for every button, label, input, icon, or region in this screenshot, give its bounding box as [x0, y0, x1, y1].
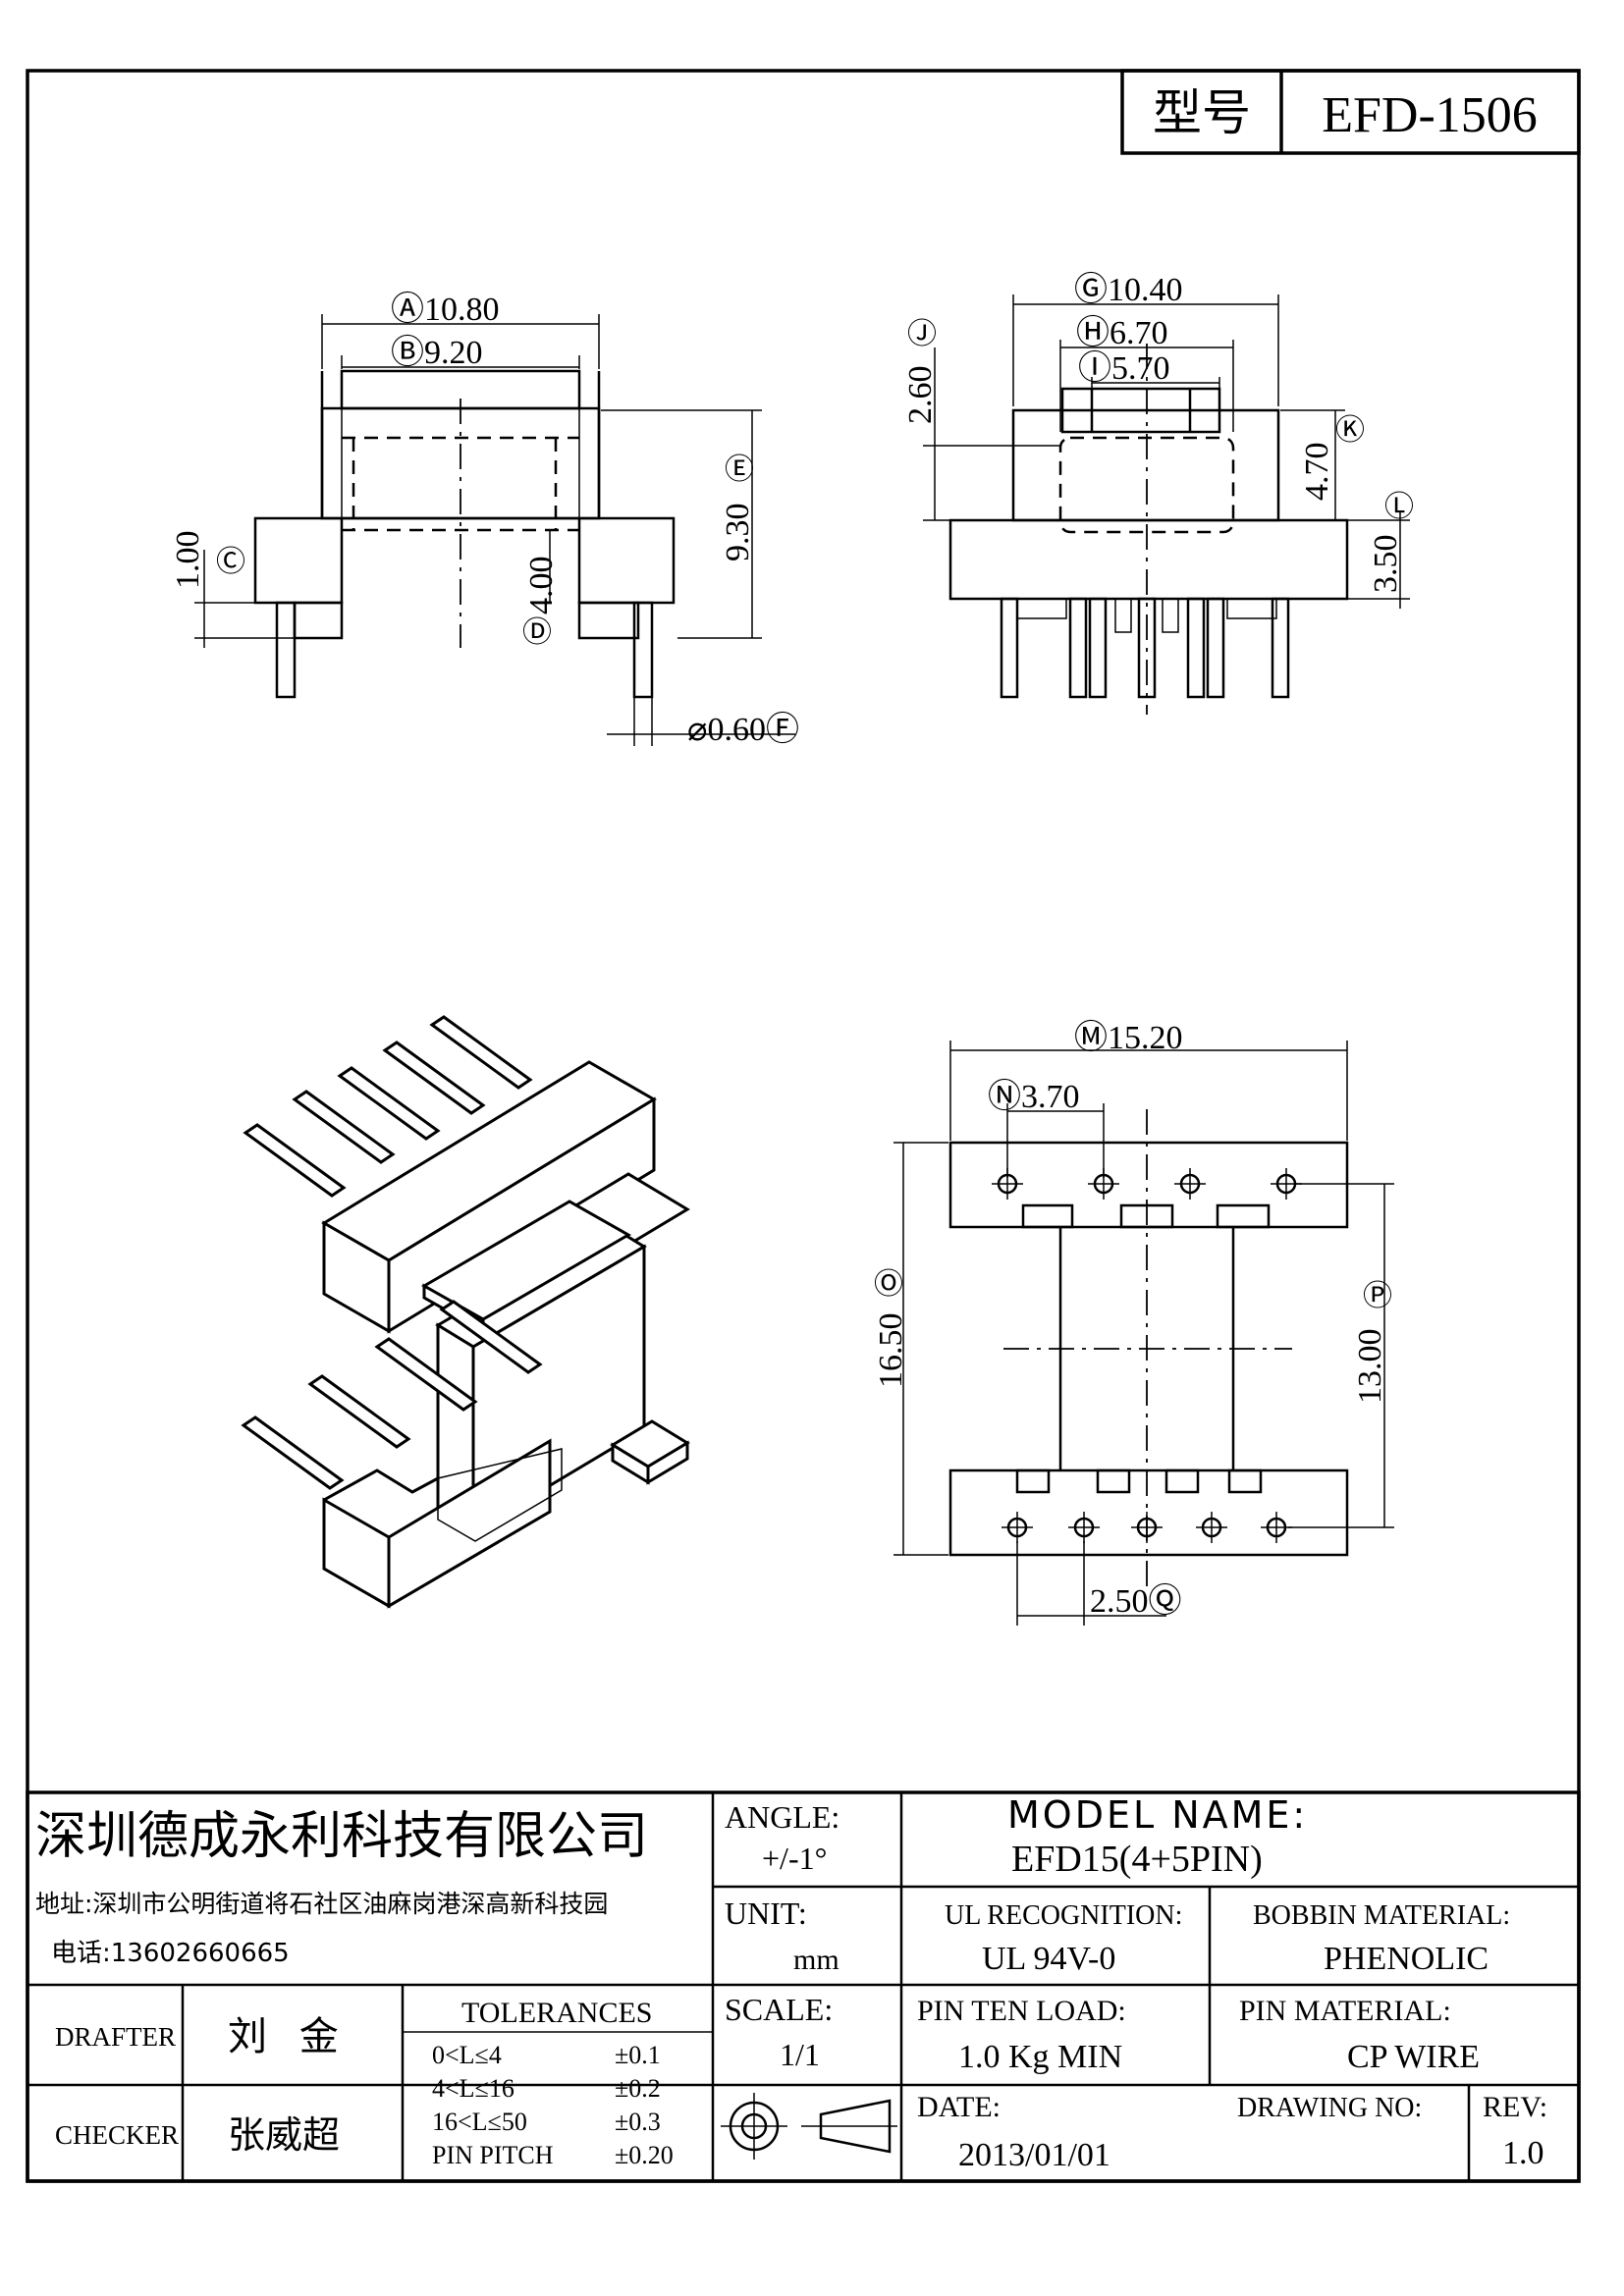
- date-label: DATE:: [917, 2091, 1001, 2123]
- model-name-label: MODEL NAME:: [1007, 1793, 1308, 1837]
- rev-label: REV:: [1483, 2091, 1547, 2123]
- model-value: EFD-1506: [1322, 87, 1538, 143]
- dim-D-value: 4.00: [523, 557, 560, 615]
- company-address: 地址:深圳市公明街道将石社区油麻岗港深高新科技园: [35, 1890, 608, 1918]
- tolerances-label: TOLERANCES: [461, 1997, 652, 2029]
- tolerance-range-2: 4<L≤16: [432, 2074, 514, 2103]
- dim-N: Ⓝ3.70: [988, 1078, 1080, 1115]
- dim-P-value: 13.00: [1352, 1329, 1388, 1405]
- model-box: 型号 EFD-1506: [1120, 69, 1581, 155]
- dim-O-letter: Ⓞ: [874, 1268, 903, 1301]
- pin-load-label: PIN TEN LOAD:: [917, 1995, 1126, 2027]
- angle-value: +/-1°: [762, 1841, 827, 1876]
- isometric-view: [241, 1015, 690, 1609]
- tolerance-value-4: ±0.20: [615, 2141, 674, 2169]
- iso-top-pins: [243, 1015, 533, 1198]
- tolerance-value-2: ±0.2: [615, 2074, 661, 2103]
- tolerance-value-3: ±0.3: [615, 2108, 661, 2136]
- dim-J-letter: Ⓙ: [907, 318, 937, 350]
- company-phone: 电话:13602660665: [51, 1939, 290, 1968]
- bobbin-value: PHENOLIC: [1324, 1941, 1489, 1977]
- side-view: Ⓖ10.40 Ⓗ6.70 Ⓘ5.70 2.60 Ⓙ 4.70 Ⓚ 3.50 Ⓛ: [902, 271, 1414, 715]
- dim-B: Ⓑ9.20: [391, 334, 483, 371]
- side-pins: [1000, 597, 1290, 699]
- ul-value: UL 94V-0: [982, 1941, 1115, 1977]
- tolerance-range-3: 16<L≤50: [432, 2108, 527, 2136]
- dim-C-value: 1.00: [170, 531, 206, 590]
- unit-label: UNIT:: [725, 1896, 807, 1931]
- dim-E-value: 9.30: [720, 504, 756, 562]
- ul-label: UL RECOGNITION:: [945, 1900, 1182, 1931]
- projection-symbol: [721, 2093, 897, 2160]
- iso-bottom-pins: [241, 1300, 543, 1490]
- company-name: 深圳德成永利科技有限公司: [35, 1807, 648, 1866]
- bottom-view: Ⓜ15.20 Ⓝ3.70 16.50 Ⓞ 13.00 Ⓟ 2.50Ⓠ: [873, 1019, 1394, 1626]
- dim-L-letter: Ⓛ: [1384, 491, 1414, 523]
- dim-H: Ⓗ6.70: [1076, 314, 1168, 351]
- dim-E-letter: Ⓔ: [725, 454, 754, 486]
- dim-D-letter: Ⓓ: [522, 616, 552, 649]
- dim-Q: 2.50Ⓠ: [1090, 1582, 1182, 1620]
- rev-value: 1.0: [1502, 2135, 1544, 2171]
- drawing-no-label: DRAWING NO:: [1237, 2093, 1422, 2123]
- model-name-value: EFD15(4+5PIN): [1011, 1839, 1263, 1880]
- bobbin-label: BOBBIN MATERIAL:: [1253, 1900, 1510, 1931]
- angle-label: ANGLE:: [725, 1799, 839, 1835]
- tolerance-range-1: 0<L≤4: [432, 2041, 502, 2069]
- dim-I: Ⓘ5.70: [1078, 349, 1170, 387]
- dim-P-letter: Ⓟ: [1363, 1280, 1392, 1312]
- dim-J-value: 2.60: [902, 366, 939, 425]
- checker-value: 张威超: [228, 2113, 340, 2157]
- top-pin-holes: [992, 1168, 1302, 1200]
- title-block: 深圳德成永利科技有限公司 地址:深圳市公明街道将石社区油麻岗港深高新科技园 电话…: [26, 1790, 1581, 2183]
- dim-M: Ⓜ15.20: [1074, 1019, 1183, 1056]
- pin-material-value: CP WIRE: [1347, 2039, 1480, 2075]
- tolerance-range-4: PIN PITCH: [432, 2141, 554, 2169]
- bottom-pin-holes: [1001, 1512, 1292, 1543]
- drafter-value: 刘 金: [228, 2014, 349, 2059]
- tolerance-value-1: ±0.1: [615, 2041, 661, 2069]
- dim-K-letter: Ⓚ: [1335, 414, 1365, 447]
- date-value: 2013/01/01: [958, 2137, 1110, 2173]
- dim-A: Ⓐ10.80: [391, 291, 500, 328]
- dim-G: Ⓖ10.40: [1074, 271, 1183, 308]
- scale-value: 1/1: [780, 2037, 820, 2072]
- checker-label: CHECKER: [55, 2120, 179, 2150]
- model-label: 型号: [1153, 84, 1251, 141]
- pin-material-label: PIN MATERIAL:: [1239, 1995, 1451, 2027]
- drafter-label: DRAFTER: [55, 2022, 176, 2052]
- dim-K-value: 4.70: [1299, 443, 1335, 502]
- dim-F: ⌀0.60Ⓕ: [687, 711, 799, 748]
- dim-C-letter: Ⓒ: [216, 546, 245, 578]
- front-view: Ⓐ10.80 Ⓑ9.20 9.30 Ⓔ 1.00 Ⓒ 4.00 Ⓓ ⌀0.60Ⓕ: [170, 291, 799, 748]
- unit-value: mm: [793, 1944, 839, 1976]
- dim-L-value: 3.50: [1368, 535, 1404, 594]
- pin-load-value: 1.0 Kg MIN: [958, 2039, 1122, 2075]
- scale-label: SCALE:: [725, 1992, 833, 2027]
- dim-O-value: 16.50: [873, 1313, 909, 1389]
